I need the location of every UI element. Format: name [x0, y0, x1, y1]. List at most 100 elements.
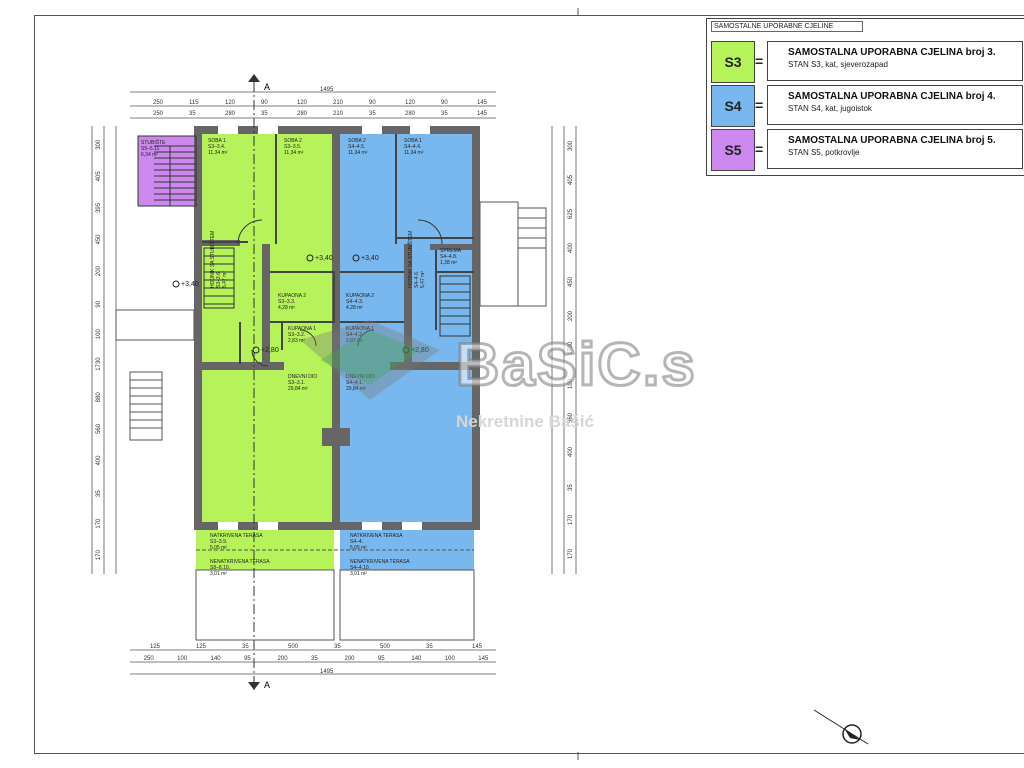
dim-top-row2: 35: [189, 111, 196, 117]
dim-top-row2: 35: [261, 111, 268, 117]
dim-bottom-row2: 140: [411, 656, 422, 662]
dim-top-total: 1495: [320, 87, 334, 93]
legend-equals: =: [755, 141, 764, 157]
room-area: 11,34 m²: [208, 150, 228, 156]
room-area: 5,47 m²: [420, 271, 426, 288]
room-area: 11,34 m²: [348, 150, 368, 156]
dim-right: 100: [568, 378, 574, 389]
svg-text:+2,80: +2,80: [411, 347, 429, 354]
room-area: 4,28 m²: [278, 305, 295, 311]
dim-bottom-row2: 95: [378, 656, 385, 662]
dim-top-row1: 90: [441, 100, 448, 106]
room-code: S4–4.10.: [350, 565, 370, 571]
level-marker: +3,40: [352, 254, 379, 262]
dim-right: 405: [568, 174, 574, 185]
room-code: S4–4.8.: [440, 254, 457, 260]
room-name: NATKRIVENA TERASA: [210, 533, 263, 539]
legend-title-s4: SAMOSTALNA UPORABNA CJELINA broj 4.: [788, 91, 996, 102]
dim-right: 170: [568, 514, 574, 525]
dim-top-row1: 120: [297, 100, 308, 106]
room-name: STUBIŠTE: [141, 139, 166, 146]
dim-left: 100: [96, 329, 102, 340]
dim-top-row2: 280: [297, 111, 308, 117]
room-name: SOBA 1: [208, 138, 226, 144]
legend-table: SAMOSTALNE UPORABNE CJELINE S3 = SAMOSTA…: [706, 18, 1024, 176]
room-code: S5–5.11.: [141, 146, 161, 152]
dim-bottom-row1: 125: [150, 644, 161, 650]
dim-right: 450: [568, 276, 574, 287]
dim-right: 300: [568, 140, 574, 151]
room-area: 11,34 m²: [284, 150, 304, 156]
dim-top-row1: 115: [189, 100, 199, 106]
room-area: 5,05 m²: [210, 545, 227, 551]
room-code: S3–3.1.: [288, 380, 305, 386]
dim-bottom-row1: 500: [380, 644, 391, 650]
level-marker: +3,40: [172, 280, 199, 288]
room-code: S3–3.6.: [216, 271, 222, 288]
room-area: 5,05 m²: [350, 545, 367, 551]
svg-text:+2,80: +2,80: [261, 347, 279, 354]
dim-top-row2: 250: [153, 111, 164, 117]
dim-left: 880: [96, 392, 102, 403]
legend-title-s5: SAMOSTALNA UPORABNA CJELINA broj 5.: [788, 135, 996, 146]
room-code: S4–4.3.: [346, 299, 363, 305]
dimension-lines: [91, 91, 577, 675]
level-marker: +3,40: [306, 254, 333, 262]
dim-top-row1: 90: [369, 100, 376, 106]
room-name: HODNIK SA STUBIŠTEM: [209, 231, 216, 288]
dim-bottom-row1: 125: [196, 644, 207, 650]
dim-left: 405: [96, 171, 102, 182]
level-marker: +2,80: [402, 346, 429, 354]
room-name: KUPAONA 1: [288, 326, 316, 332]
section-line-a: A A: [248, 74, 270, 690]
dim-bottom-row1: 145: [472, 644, 483, 650]
watermark: BaSiC.s Nekretnine Bašić: [455, 330, 756, 432]
dim-bottom-row2: 250: [144, 656, 155, 662]
room-code: S8–8.10.: [210, 565, 230, 571]
room-name: SOBA 2: [348, 138, 366, 144]
dim-right: 35: [568, 484, 574, 491]
room-area: 6,34 m²: [141, 152, 158, 158]
dim-bottom-row1: 35: [334, 644, 341, 650]
room-name: SOBA 2: [284, 138, 302, 144]
legend-sub-s4: STAN S4, kat, jugoistok: [788, 104, 872, 113]
dim-top-row2: 35: [441, 111, 448, 117]
legend-row-s3: S3 = SAMOSTALNA UPORABNA CJELINA broj 3.…: [707, 41, 1024, 83]
legend-code-s4: S4: [711, 85, 755, 127]
dim-top-row1: 90: [261, 100, 268, 106]
room-name: KUPAONA 1: [346, 326, 374, 332]
dim-top-row2: 145: [477, 111, 488, 117]
room-area: 29,84 m²: [288, 386, 308, 392]
room-name: NENATKRIVENA TERASA: [350, 559, 410, 565]
dim-bottom-row2: 140: [211, 656, 222, 662]
dim-bottom-row2: 145: [478, 656, 489, 662]
legend-desc-s4: SAMOSTALNA UPORABNA CJELINA broj 4. STAN…: [767, 85, 1023, 125]
room-area: 1,38 m²: [440, 260, 457, 266]
legend-code-s5: S5: [711, 129, 755, 171]
door-swings: [237, 219, 443, 367]
dim-left: 1730: [96, 357, 102, 371]
drawing-frame: [34, 15, 1024, 754]
room-area: 11,34 m²: [404, 150, 424, 156]
dim-top-row1: 210: [333, 100, 344, 106]
exterior-stairs: [115, 201, 547, 641]
dim-bottom-row1: 500: [288, 644, 299, 650]
room-code: S4–4.2.: [346, 332, 363, 338]
watermark-subtitle: Nekretnine Bašić: [456, 412, 594, 431]
dim-top-row1: 120: [405, 100, 416, 106]
room-area: 3,01 m²: [210, 571, 227, 577]
room-code: S3–3.2.: [288, 332, 305, 338]
dim-top-row1: 250: [153, 100, 164, 106]
room-area: 3,01 m²: [350, 571, 367, 577]
dim-right: 560: [568, 412, 574, 423]
legend-code-s3: S3: [711, 41, 755, 83]
dim-left: 35: [96, 490, 102, 497]
legend-row-s4: S4 = SAMOSTALNA UPORABNA CJELINA broj 4.…: [707, 85, 1024, 127]
dim-bottom-row1: 35: [242, 644, 249, 650]
dim-right: 625: [568, 208, 574, 219]
dim-right: 200: [568, 310, 574, 321]
dim-bottom-total: 1495: [320, 669, 334, 675]
level-marker: +2,80: [252, 346, 279, 354]
dim-top-row1: 120: [225, 100, 236, 106]
dim-bottom-row2: 95: [244, 656, 251, 662]
